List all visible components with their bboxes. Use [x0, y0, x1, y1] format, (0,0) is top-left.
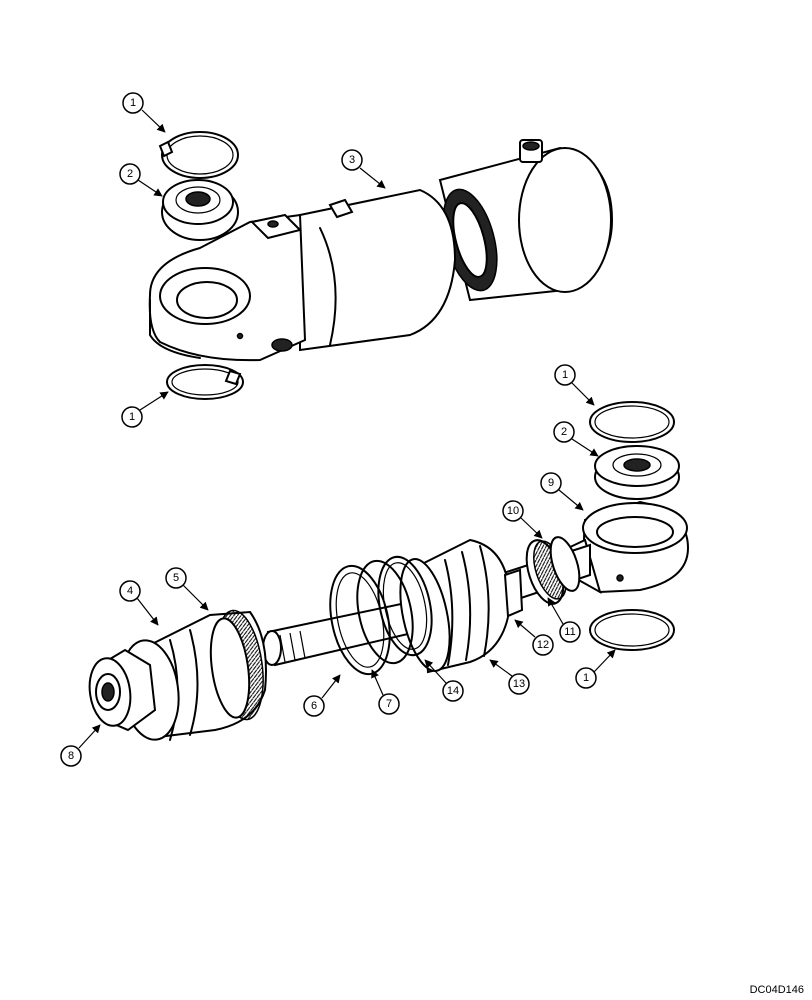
svg-text:6: 6 — [311, 700, 317, 712]
svg-text:1: 1 — [583, 672, 589, 684]
svg-text:11: 11 — [564, 626, 575, 638]
svg-text:14: 14 — [447, 685, 459, 697]
svg-text:2: 2 — [561, 426, 567, 438]
piston-gland — [399, 538, 524, 674]
retaining-ring-lower-top — [589, 401, 675, 443]
svg-text:1: 1 — [562, 369, 568, 381]
callout-12-gland-part: 12 — [514, 619, 554, 656]
retaining-ring-upper-bottom — [166, 364, 244, 400]
callout-13-gland: 13 — [489, 659, 530, 695]
svg-text:13: 13 — [513, 678, 525, 690]
callout-11-seal: 11 — [547, 597, 581, 643]
spherical-bearing-lower — [594, 445, 680, 500]
svg-text:10: 10 — [507, 505, 519, 517]
callout-7-ring: 7 — [371, 669, 400, 715]
svg-text:4: 4 — [127, 585, 133, 597]
svg-text:5: 5 — [173, 572, 179, 584]
callout-4-piston: 4 — [119, 580, 159, 626]
callout-2-lower-bearing: 2 — [553, 421, 599, 457]
callout-10-rod-seal: 10 — [502, 500, 543, 539]
callout-8-lock-nut: 8 — [60, 724, 101, 767]
callout-3-barrel: 3 — [341, 149, 386, 189]
callout-2-upper-bearing: 2 — [119, 163, 163, 197]
callout-9-rod-eye: 9 — [540, 472, 584, 511]
cylinder-barrel — [148, 139, 614, 362]
svg-text:1: 1 — [129, 411, 135, 423]
callout-14-ring: 14 — [424, 659, 464, 702]
callout-1-upper-top-ring: 1 — [122, 92, 166, 133]
callout-6-ring: 6 — [303, 674, 341, 717]
svg-text:12: 12 — [537, 639, 549, 651]
svg-text:9: 9 — [548, 477, 554, 489]
callout-1-lower-top-ring: 1 — [554, 364, 595, 406]
svg-text:3: 3 — [349, 154, 355, 166]
retaining-ring-lower-bottom — [589, 609, 675, 651]
callout-1-upper-bottom-ring: 1 — [121, 391, 169, 428]
retaining-ring-upper-top — [158, 131, 239, 179]
svg-text:1: 1 — [130, 97, 136, 109]
drawing-code-label: DC04D146 — [749, 984, 804, 996]
lock-nut — [88, 648, 157, 732]
callout-1-lower-bottom-ring: 1 — [575, 649, 616, 689]
svg-text:7: 7 — [386, 698, 392, 710]
svg-text:2: 2 — [127, 168, 133, 180]
callout-5-piston-seal: 5 — [165, 567, 209, 611]
svg-text:8: 8 — [68, 750, 74, 762]
spherical-bearing-upper — [161, 179, 239, 241]
rod-seal-stack — [525, 536, 581, 605]
